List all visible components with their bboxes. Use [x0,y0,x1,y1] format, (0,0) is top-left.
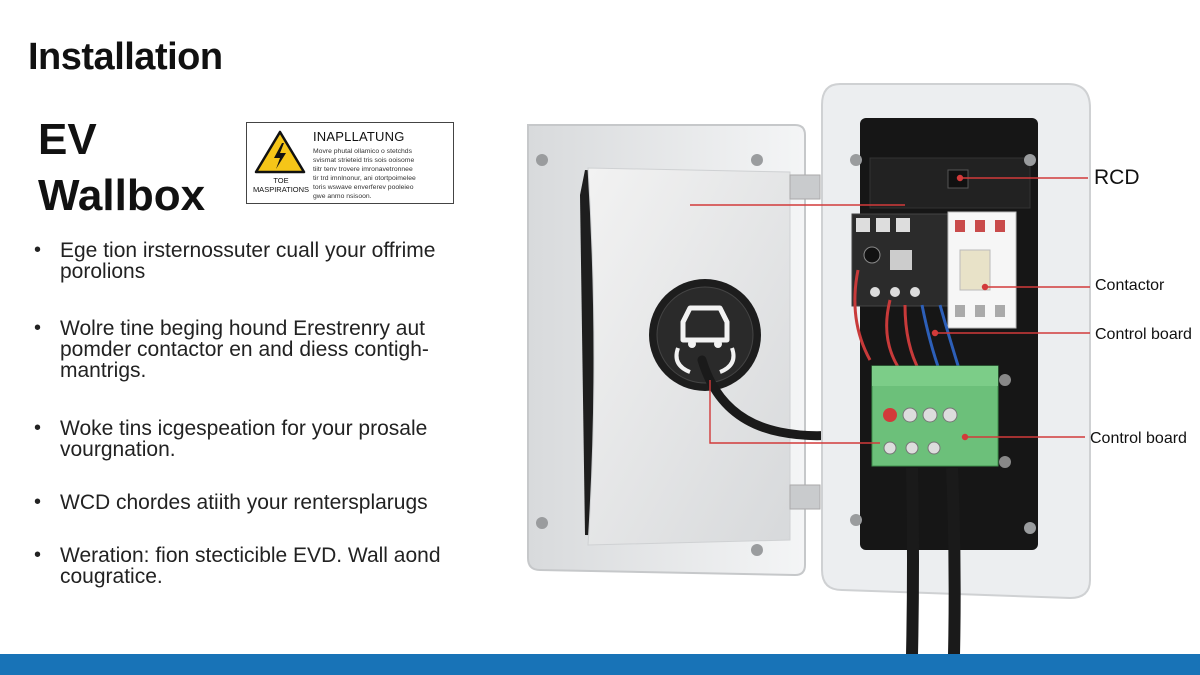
page-title: Installation [28,36,223,78]
list-item: Woke tins icgespeation for your prosale … [34,418,427,460]
warning-triangle-icon [253,129,307,175]
callout-control-board: Control board [1095,326,1192,343]
warning-text-line: tiitr tenv trovere imronavetronnee [313,166,413,173]
product-title-line2: Wallbox [38,171,206,220]
callout-rcd: RCD [1094,166,1140,189]
warning-label: TOE MASPIRATIONS INAPLLATUNG Movre phuta… [246,122,454,204]
contactor [947,211,1017,329]
product-title: EV Wallbox [38,112,205,224]
callout-contactor: Contactor [1095,277,1165,294]
supply-cable [946,467,961,655]
list-item: Wolre tine beging hound Erestrenry aut p… [34,318,429,381]
list-item: Ege tion irsternossuter cuall your offri… [34,240,435,282]
callout-control-board: Control board [1090,430,1187,447]
product-title-line1: EV [38,115,97,164]
car-plug-icon [649,279,761,391]
list-item: WCD chordes atiith your rentersplarugs [34,492,428,513]
warning-text-line: Movre phutal ollamico o stetchds [313,148,412,155]
callout-lines [690,174,1090,444]
control-module [851,213,949,307]
wallbox-illustration [527,83,1091,655]
terminal-block [871,365,1011,468]
warning-text-line: tir trd imnlnonur, ani otortpoimelee [313,175,416,182]
hinge [789,174,821,200]
supply-cable [906,467,919,655]
list-item: Weration: fion stecticible EVD. Wall aon… [34,545,441,587]
warning-side-label: TOE MASPIRATIONS [252,176,310,194]
footer-bar [0,654,1200,675]
warning-text-line: svismat strieteid tris sois ooisome [313,157,415,164]
warning-heading: INAPLLATUNG [313,129,405,144]
warning-text-line: gwe anmo nsisoon. [313,193,372,200]
warning-text-line: toris wswave enverferev pooleieo [313,184,414,191]
hinge [789,484,821,510]
